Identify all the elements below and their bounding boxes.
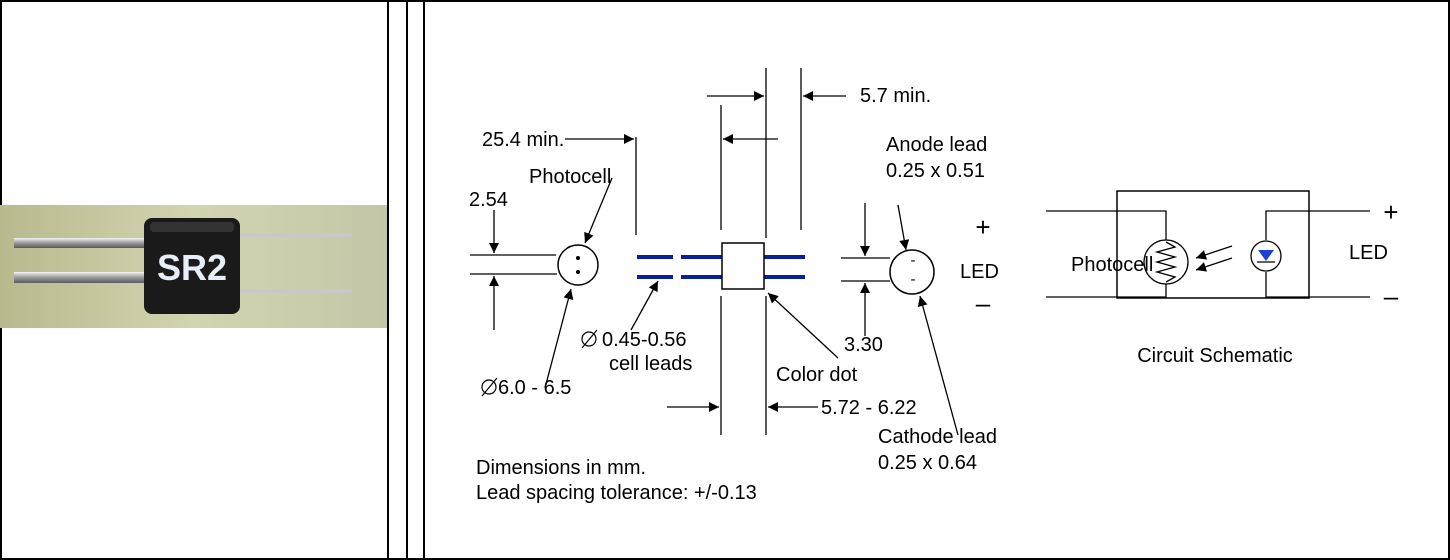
note-tolerance: Lead spacing tolerance: +/-0.13 (476, 482, 757, 504)
body-diameter-symbol-icon (481, 377, 498, 397)
label-3-30: 3.30 (844, 334, 883, 356)
led-lead-top (1265, 210, 1370, 240)
led-lead-bottom (1265, 272, 1370, 298)
label-color-dot: Color dot (776, 364, 858, 386)
component-photo: SR2 (0, 205, 387, 328)
label-5-7-min: 5.7 min. (860, 85, 931, 107)
part-marking: SR2 (157, 247, 227, 288)
label-2-54: 2.54 (469, 189, 508, 211)
light-arrow-icon (1195, 257, 1233, 272)
svg-text:-: - (911, 271, 916, 288)
circuit-schematic: Photocell LED + – Circuit Schematic (1046, 190, 1399, 367)
schematic-caption: Circuit Schematic (1137, 345, 1293, 367)
color-dot-leader (767, 292, 839, 359)
lead-dia-leader (630, 280, 659, 331)
svg-text:-: - (911, 252, 916, 269)
photocell-lead-top (1046, 210, 1167, 244)
photo-component-body (144, 218, 240, 314)
led-plus-sign: + (975, 212, 990, 242)
photocell-end-view (470, 177, 613, 389)
schematic-label-photocell: Photocell (1071, 254, 1153, 276)
label-led: LED (960, 261, 999, 283)
led-symbol-icon (1250, 240, 1282, 272)
label-25-4-min: 25.4 min. (482, 129, 564, 151)
schematic-plus-sign: + (1383, 197, 1398, 227)
led-minus-sign: – (976, 288, 991, 318)
label-anode-lead: Anode lead (886, 134, 987, 156)
note-units: Dimensions in mm. (476, 457, 646, 479)
photo-lead-top-left (14, 238, 154, 248)
photo-lead-bottom-left (14, 272, 154, 283)
schematic-package-outline (1116, 190, 1310, 299)
component-body-side (721, 242, 765, 290)
photocell-lead-bottom (1046, 280, 1167, 298)
schematic-minus-sign: – (1384, 281, 1399, 311)
light-arrow-icon (1195, 245, 1233, 260)
diameter-symbol-icon (581, 329, 598, 349)
photo-lead-top-right (232, 233, 352, 237)
schematic-label-led: LED (1349, 242, 1388, 264)
label-cathode-lead-size: 0.25 x 0.64 (878, 452, 977, 474)
label-lead-dia: 0.45-0.56 (602, 329, 687, 351)
label-5-72: 5.72 - 6.22 (821, 397, 917, 419)
label-cell-leads: cell leads (609, 353, 692, 375)
label-photocell: Photocell (529, 166, 611, 188)
photocell-symbol-icon (1143, 239, 1189, 285)
led-end-view: - - (841, 203, 959, 436)
label-cathode-lead: Cathode lead (878, 426, 997, 448)
label-anode-lead-size: 0.25 x 0.51 (886, 160, 985, 182)
photo-lead-bottom-right (232, 289, 352, 293)
label-body-dia: 6.0 - 6.5 (498, 377, 571, 399)
dimension-drawing: - - 25.4 min. 5.7 min. Photocell 2.54 An… (469, 68, 999, 504)
side-view (637, 242, 805, 290)
